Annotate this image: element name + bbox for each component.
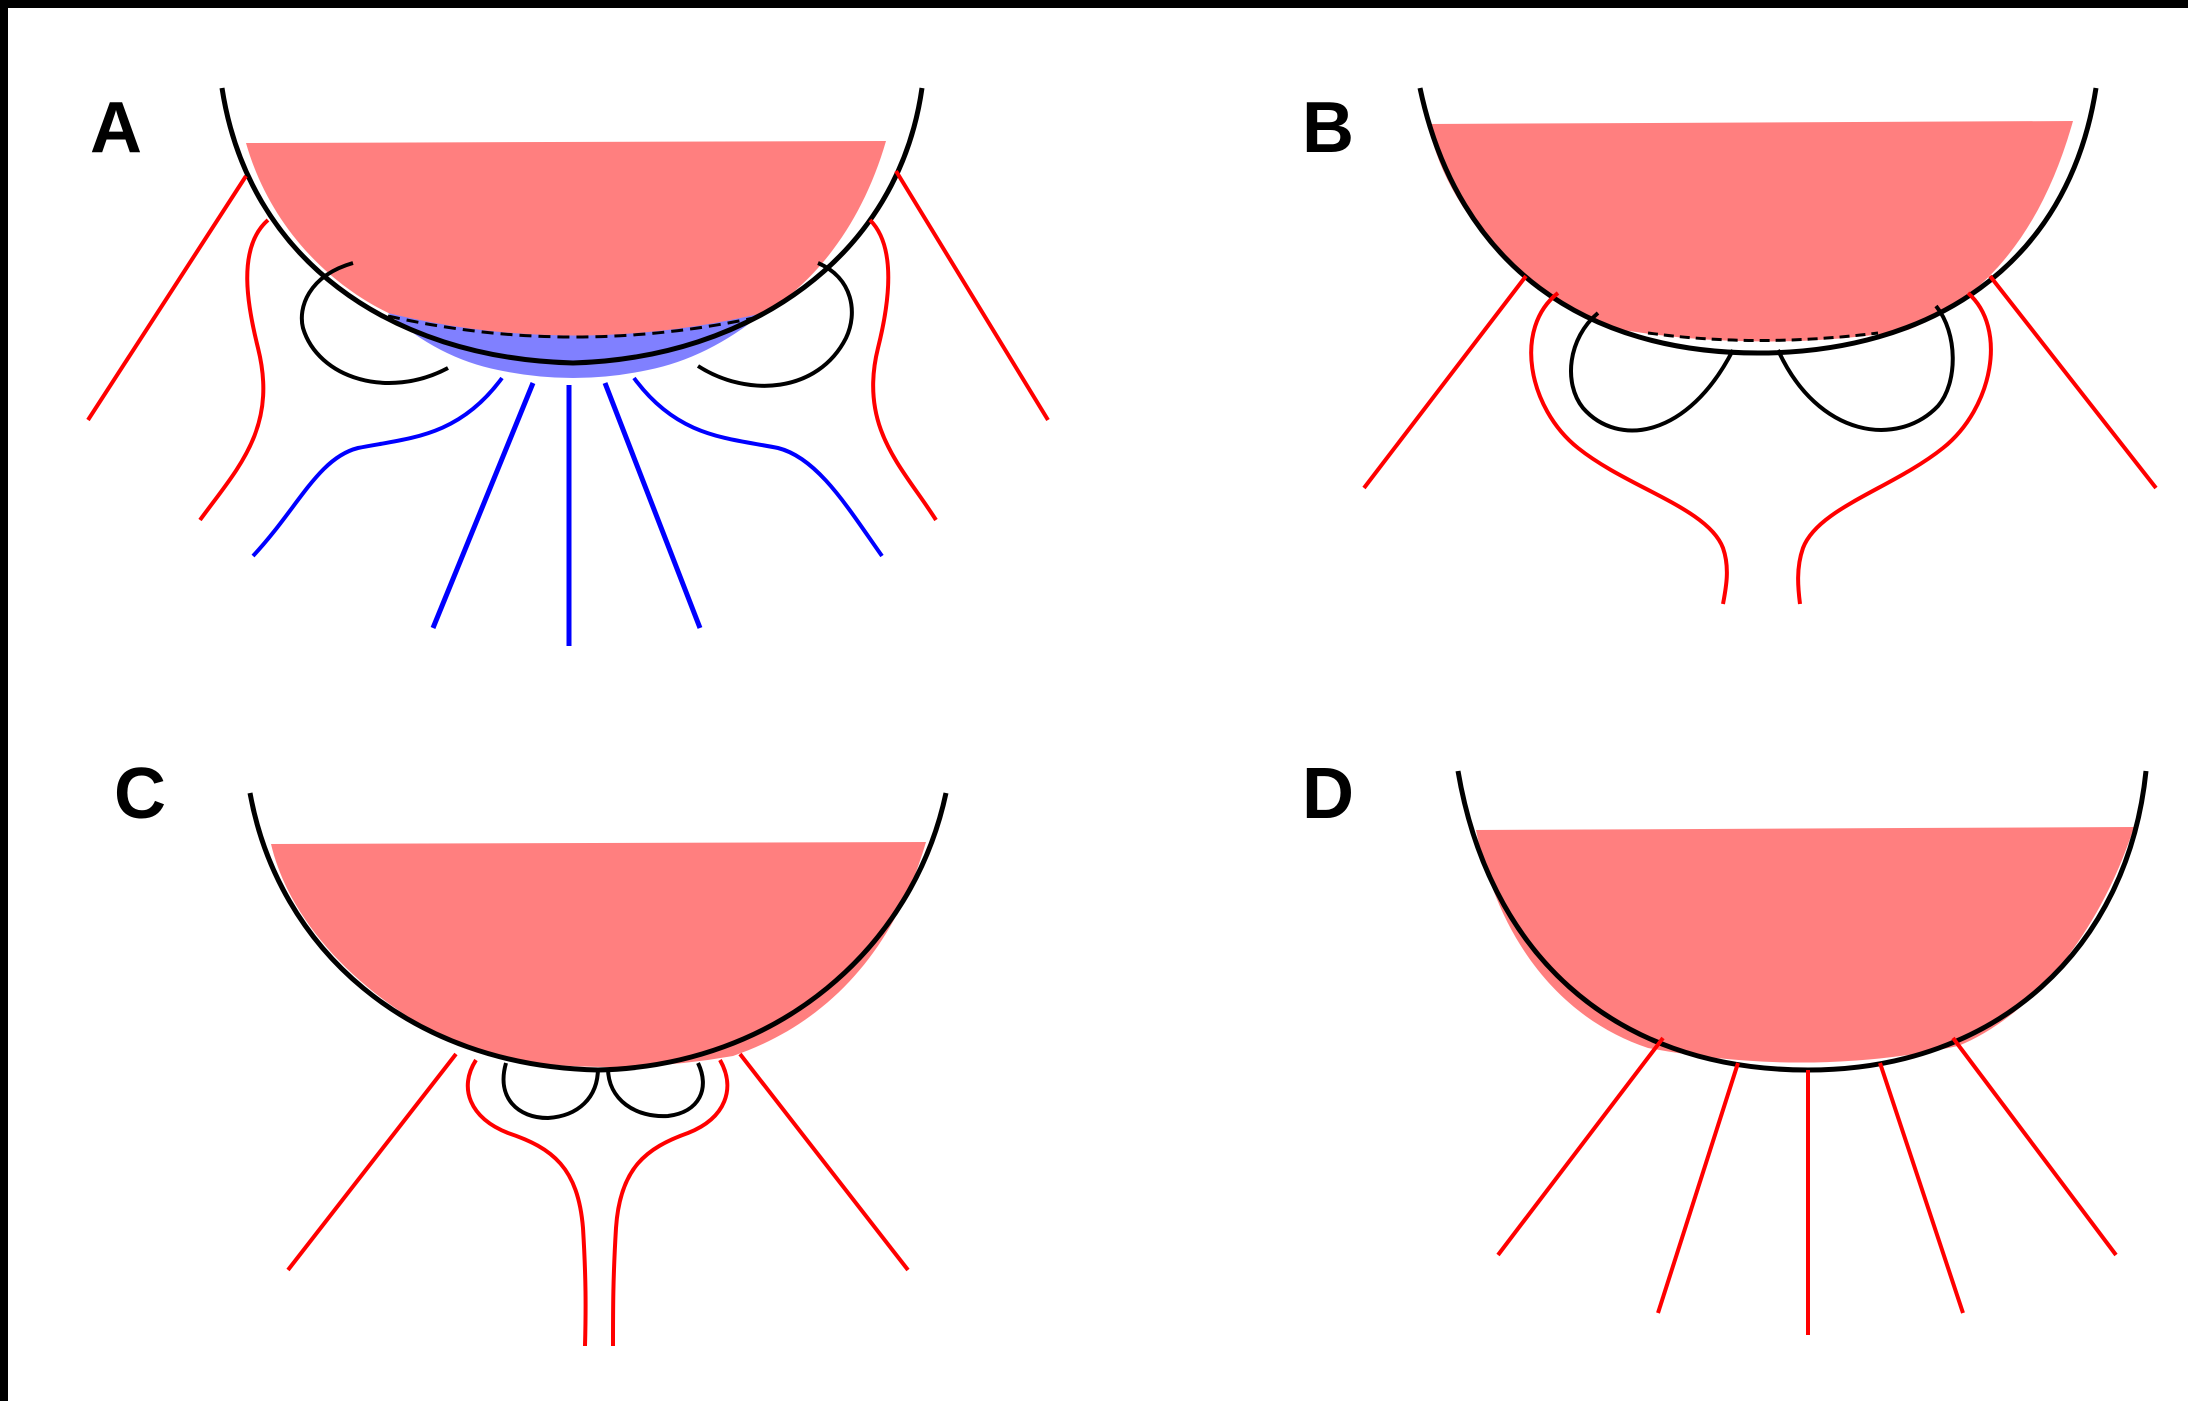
panel-b-red-curve-right [1798,293,1991,604]
panel-c-red-curve-left [468,1060,586,1346]
panel-a-blue-line-3 [605,383,700,628]
panel-d-fill [1476,827,2134,1063]
panel-d-red-line-1 [1498,1038,1663,1255]
figure-svg [8,8,2188,1401]
panel-d-red-line-4 [1880,1063,1963,1313]
panel-a-blue-curve-right [634,378,882,556]
panel-a-red-curve-left [200,220,268,520]
panel-label-a: A [90,92,142,164]
panel-d-red-line-2 [1658,1063,1738,1313]
panel-a-red-line-right [896,171,1048,420]
panel-label-d: D [1302,758,1354,830]
panel-b-red-line-left [1364,276,1526,488]
panel-b [1364,88,2156,604]
panel-a-blue-curve-left [253,378,502,556]
panel-label-c: C [114,758,166,830]
panel-b-red-line-right [1990,276,2156,488]
panel-c-red-curve-right [613,1060,727,1346]
panel-a-blue-line-1 [433,383,533,628]
panel-c [250,793,946,1346]
panel-c-fill [271,842,926,1067]
panel-c-red-line-left [288,1054,456,1270]
panel-a [88,88,1048,646]
panel-a-red-line-left [88,176,246,420]
panel-d [1458,771,2146,1335]
panel-d-red-line-5 [1953,1038,2116,1255]
panel-c-red-line-right [740,1054,908,1270]
panel-a-fill [246,141,886,350]
figure-canvas: A B C D [8,8,2188,1401]
panel-a-red-curve-right [870,220,936,520]
panel-b-fill [1428,121,2073,342]
panel-label-b: B [1302,92,1354,164]
